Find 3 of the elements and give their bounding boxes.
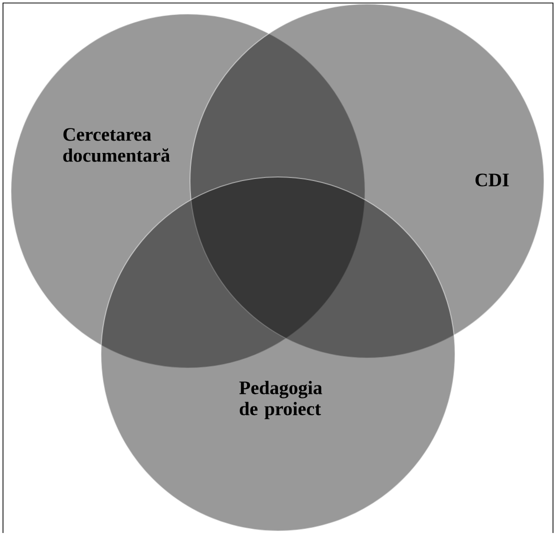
circle-label: Cercetarea documentară: [63, 128, 170, 162]
circle-label: CDI: [476, 174, 509, 186]
circle-label: Pedagogia de proiect: [239, 380, 322, 420]
